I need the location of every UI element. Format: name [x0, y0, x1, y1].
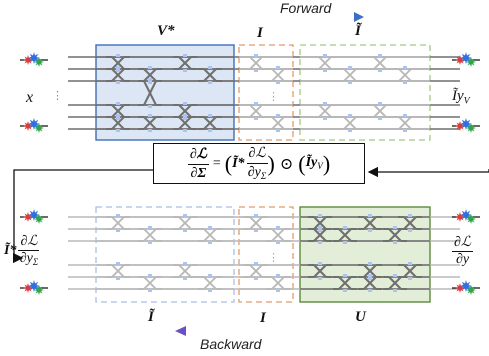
eq-mid-fraction: ∂ℒ ∂yΣ — [246, 145, 268, 182]
eq-mid-num: ∂ℒ — [246, 145, 268, 165]
input-x-label: x — [26, 89, 34, 106]
mesh-rails — [239, 54, 293, 132]
mesh-rails — [96, 214, 234, 292]
left-num: ∂ℒ — [18, 234, 40, 251]
u-block — [299, 206, 431, 303]
eq-equals: = — [212, 155, 221, 171]
eq-paren-close: ) — [267, 150, 275, 176]
i-tilde-block-bottom — [95, 206, 235, 303]
eq-lhs-fraction: ∂ℒ ∂Σ — [187, 146, 209, 182]
u-label: U — [355, 309, 366, 325]
i-tilde-block-top — [299, 44, 431, 141]
eq-i-tilde-star: Ĩ* — [232, 155, 245, 171]
left-prefix: Ĩ* — [4, 243, 17, 259]
left-den: ∂yΣ — [19, 251, 39, 268]
eq-rhs: ĨyV — [305, 155, 323, 172]
left-fraction: ∂ℒ ∂yΣ — [18, 234, 40, 268]
top-dots-label: ⋮ — [268, 91, 279, 103]
gradient-equation: ∂ℒ ∂Σ = ( Ĩ* ∂ℒ ∂yΣ ) ⊙ ( ĨyV ) — [153, 143, 365, 184]
i-tilde-label-top: Ĩ — [355, 23, 361, 39]
i-tilde-label-bottom: Ĩ — [148, 309, 154, 325]
optical-mode-markers — [20, 52, 480, 295]
output-label-top: ĨyV — [452, 89, 470, 106]
output-label-sub: V — [463, 95, 470, 107]
v-star-label: V* — [157, 23, 175, 39]
mesh-rails — [300, 54, 430, 132]
i-label-bottom: I — [260, 310, 266, 326]
eq-lhs-num: ∂ℒ — [187, 146, 209, 165]
right-den: ∂y — [455, 252, 470, 267]
eq-odot: ⊙ — [279, 155, 294, 173]
right-fraction: ∂ℒ ∂y — [452, 235, 474, 267]
bottom-dots-label: ⋮ — [268, 252, 279, 264]
backward-arrow — [175, 326, 364, 336]
i-label-top: I — [257, 25, 263, 41]
eq-paren-open-2: ( — [298, 150, 306, 176]
i-block-bottom — [238, 206, 294, 303]
feedback-connectors — [12, 166, 489, 264]
forward-label: Forward — [280, 0, 332, 16]
eq-mid-den: ∂yΣ — [247, 165, 267, 182]
right-gradient-label: ∂ℒ ∂y — [452, 235, 474, 267]
waveguide-meshes — [68, 54, 460, 292]
eq-lhs-den: ∂Σ — [190, 165, 207, 181]
eq-paren-open: ( — [224, 150, 233, 176]
input-dots-label: ⋮ — [52, 90, 63, 102]
output-label-main: Ĩy — [452, 88, 464, 104]
forward-arrow — [170, 12, 364, 22]
eq-paren-close-2: ) — [322, 150, 331, 176]
mesh-rails — [239, 214, 293, 292]
left-gradient-label: Ĩ* ∂ℒ ∂yΣ — [4, 234, 40, 268]
i-block-top — [238, 44, 294, 141]
mesh-rails — [96, 54, 234, 132]
backward-label: Backward — [200, 336, 262, 352]
mesh-rails — [300, 214, 430, 292]
right-num: ∂ℒ — [452, 235, 474, 252]
